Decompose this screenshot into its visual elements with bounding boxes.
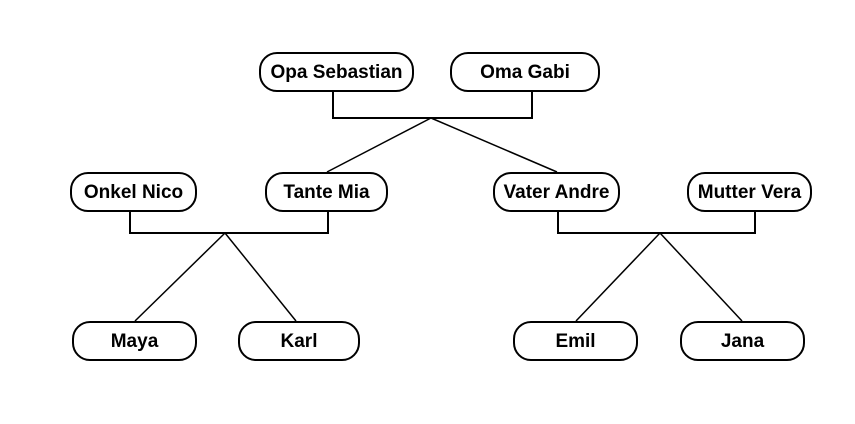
node-label: Onkel Nico xyxy=(83,181,184,203)
edge-grandparents-to-tante-mia xyxy=(326,117,432,173)
edge-grandparents-to-vater-andre xyxy=(430,117,558,173)
couple-connector-nico-mia xyxy=(129,212,329,234)
node-jana[interactable]: Jana xyxy=(680,321,805,361)
node-opa-sebastian[interactable]: Opa Sebastian xyxy=(259,52,414,92)
node-emil[interactable]: Emil xyxy=(513,321,638,361)
edge-nico-mia-to-karl xyxy=(224,232,297,322)
couple-connector-andre-vera xyxy=(557,212,756,234)
node-label: Maya xyxy=(110,330,159,352)
edge-andre-vera-to-emil xyxy=(575,232,661,322)
node-label: Oma Gabi xyxy=(480,61,570,83)
node-maya[interactable]: Maya xyxy=(72,321,197,361)
edge-andre-vera-to-jana xyxy=(659,232,743,322)
node-mutter-vera[interactable]: Mutter Vera xyxy=(687,172,812,212)
couple-connector-grandparents xyxy=(332,92,533,119)
node-tante-mia[interactable]: Tante Mia xyxy=(265,172,388,212)
node-vater-andre[interactable]: Vater Andre xyxy=(493,172,620,212)
node-label: Opa Sebastian xyxy=(270,61,403,83)
node-onkel-nico[interactable]: Onkel Nico xyxy=(70,172,197,212)
node-label: Jana xyxy=(720,330,765,352)
node-oma-gabi[interactable]: Oma Gabi xyxy=(450,52,600,92)
node-label: Karl xyxy=(280,330,318,352)
node-label: Tante Mia xyxy=(283,181,370,203)
node-label: Mutter Vera xyxy=(697,181,802,203)
node-label: Vater Andre xyxy=(503,181,610,203)
node-karl[interactable]: Karl xyxy=(238,321,360,361)
node-label: Emil xyxy=(555,330,596,352)
edge-nico-mia-to-maya xyxy=(134,232,226,322)
